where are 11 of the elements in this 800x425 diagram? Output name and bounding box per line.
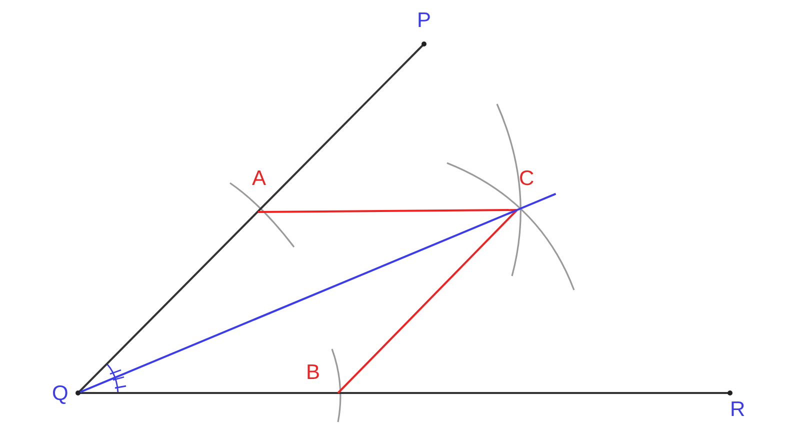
- line-segment: [77, 43, 425, 394]
- point-label: C: [519, 168, 534, 190]
- line-segment: [258, 209, 517, 213]
- point-label: B: [306, 362, 320, 384]
- point-label: Q: [52, 383, 68, 405]
- point-label: R: [730, 399, 746, 421]
- line-segment: [78, 209, 518, 394]
- line-segment: [78, 392, 730, 394]
- point-label: P: [417, 10, 432, 32]
- line-segment: [337, 209, 518, 394]
- point-label: A: [252, 168, 266, 190]
